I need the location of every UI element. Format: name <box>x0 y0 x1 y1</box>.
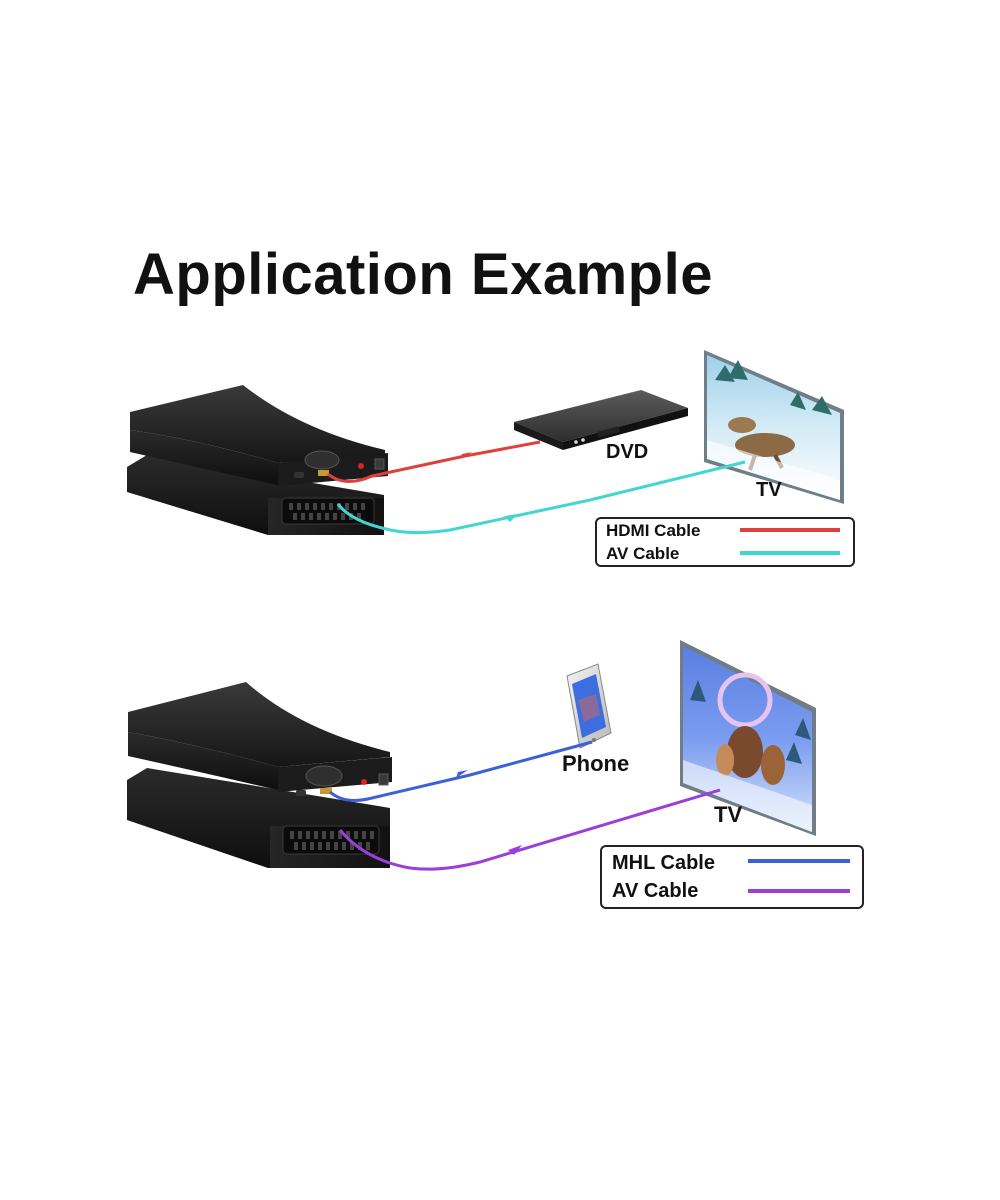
av-cable-line <box>336 460 746 535</box>
micro-usb-port <box>320 788 332 794</box>
mhl-cable-arrow <box>456 770 468 778</box>
hdmi-cable-arrow <box>460 452 472 459</box>
hdmi-cable-line <box>327 440 541 483</box>
legend-top: HDMI Cable AV Cable <box>595 517 855 567</box>
av-cable-arrow <box>508 845 522 855</box>
display-label: TV <box>714 802 742 827</box>
display-label: TV <box>756 479 782 501</box>
legend-bottom: MHL Cable AV Cable <box>600 845 864 909</box>
source-label: DVD <box>606 441 648 463</box>
power-led <box>361 779 367 785</box>
hdmi-port <box>318 470 329 476</box>
power-led <box>358 463 364 469</box>
legend-item-label: AV Cable <box>606 544 679 563</box>
av-cable-line <box>338 788 721 871</box>
legend-item-label: AV Cable <box>612 880 698 902</box>
page-title: Application Example <box>133 242 713 307</box>
usb-port <box>374 458 385 470</box>
dvd-player <box>514 390 688 450</box>
tv-bottom <box>680 640 816 836</box>
legend-item-label: MHL Cable <box>612 852 715 874</box>
switch-knob <box>305 765 343 787</box>
scart-converter-device <box>127 385 388 535</box>
button <box>296 790 306 796</box>
usb-port <box>378 773 389 786</box>
phone <box>566 663 612 749</box>
button <box>294 472 304 478</box>
scart-converter-device <box>127 682 392 868</box>
scart-port <box>282 825 380 855</box>
mhl-cable-line <box>329 740 593 802</box>
scart-port <box>281 497 375 525</box>
diagram-bottom: Phone TV MHL Cable AV Cable <box>127 640 864 909</box>
legend-item-label: HDMI Cable <box>606 521 700 540</box>
av-cable-arrow <box>504 514 518 522</box>
source-label: Phone <box>562 751 629 776</box>
diagram-top: DVD TV HDMI Cable AV Cable <box>127 350 855 567</box>
switch-knob <box>304 450 340 470</box>
